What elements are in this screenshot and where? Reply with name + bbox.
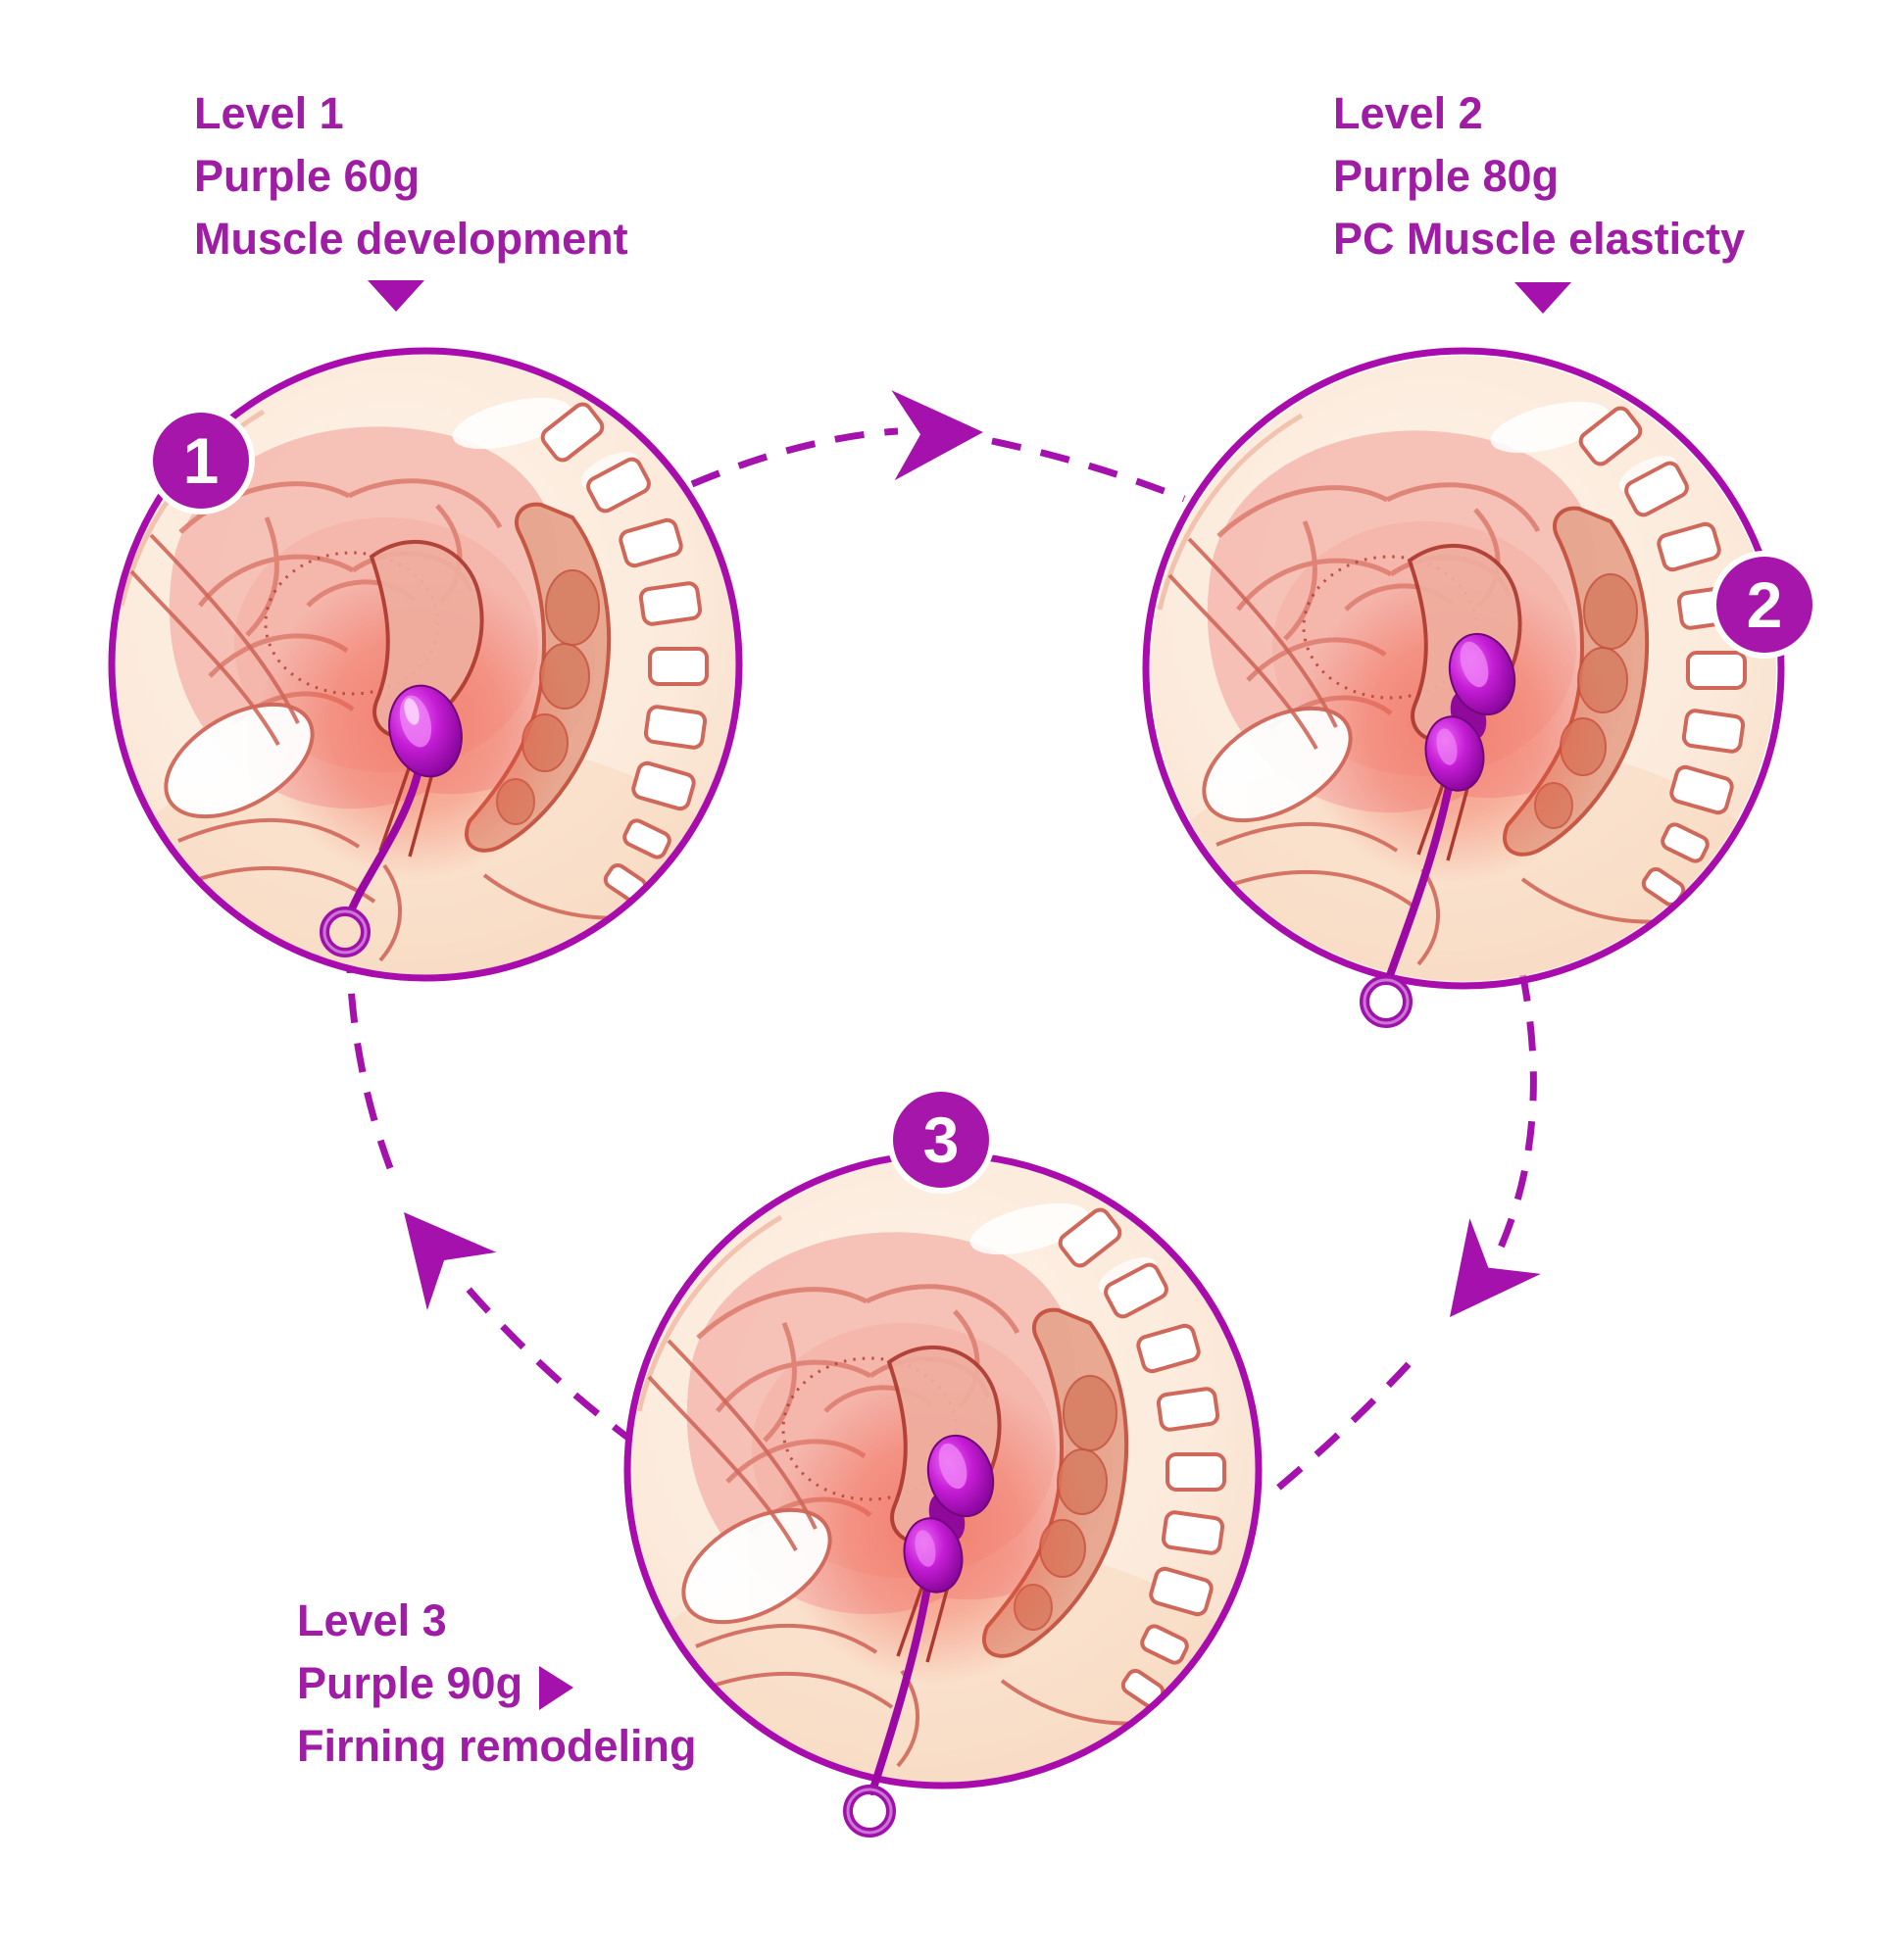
dashed-arc-3-to-1a	[456, 1275, 640, 1447]
diagram-circle-1-border	[108, 347, 743, 982]
level1-benefit: Muscle development	[194, 214, 628, 264]
level1-weight: Purple 60g	[194, 151, 421, 201]
dashed-arc-1-to-2b	[991, 437, 1186, 503]
down-triangle-icon-level1	[368, 280, 424, 312]
arrowhead-icon-3-to-1	[369, 1183, 497, 1311]
step-badge-1: 1	[153, 413, 249, 509]
kegel-ball-double-icon	[1360, 632, 1516, 1028]
level2-title: Level 2	[1333, 88, 1483, 138]
dashed-arc-3-to-1b	[346, 969, 394, 1170]
level1-title: Level 1	[194, 88, 344, 138]
level3-title: Level 3	[297, 1595, 447, 1645]
ball-string	[347, 770, 422, 915]
right-triangle-icon-level3	[539, 1666, 573, 1710]
level2-benefit: PC Muscle elasticty	[1333, 214, 1746, 264]
level2-weight: Purple 80g	[1333, 151, 1560, 201]
arrowhead-icon-2-to-3	[1414, 1218, 1541, 1346]
dashed-arc-1-to-2a	[690, 427, 899, 488]
dashed-arc-2-to-3a	[1493, 971, 1537, 1258]
dashed-arc-2-to-3b	[1262, 1361, 1412, 1502]
level3-label-block: Level 3 Purple 90g Firning remodeling	[297, 1590, 697, 1778]
diagram-circle-2-border	[1142, 347, 1785, 990]
down-triangle-icon-level2	[1514, 282, 1571, 314]
level3-weight: Purple 90g	[297, 1658, 523, 1708]
ball-string	[1385, 783, 1453, 982]
ball-string	[868, 1584, 931, 1795]
kegel-ball-double-icon	[843, 1434, 995, 1838]
arrowhead-icon-1-to-2	[891, 387, 985, 481]
level2-label-block: Level 2 Purple 80g PC Muscle elasticty	[1333, 82, 1745, 270]
kegel-ball-single-icon	[320, 684, 463, 957]
step-badge-3: 3	[893, 1092, 989, 1188]
level3-benefit: Firning remodeling	[297, 1721, 697, 1771]
step-badge-2: 2	[1716, 557, 1812, 653]
level1-label-block: Level 1 Purple 60g Muscle development	[194, 82, 628, 270]
